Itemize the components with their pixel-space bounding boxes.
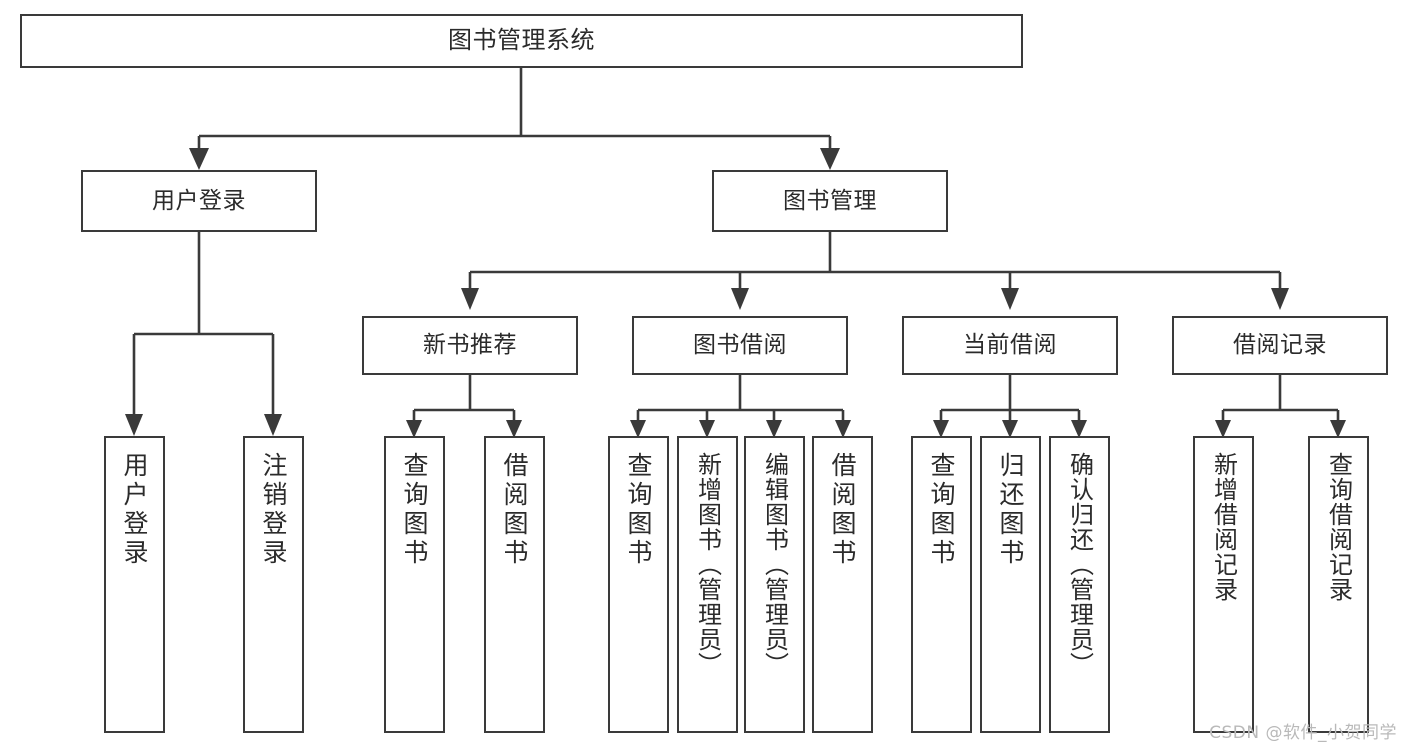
leaf-query-borrow-record[interactable]: 查询借阅记录: [1308, 436, 1369, 733]
node-label: 编辑图书（管理员）: [760, 452, 789, 677]
leaf-query-book-current[interactable]: 查询图书: [911, 436, 972, 733]
node-borrow-record[interactable]: 借阅记录: [1172, 316, 1388, 375]
node-label: 查询图书: [400, 452, 429, 568]
node-current-borrow[interactable]: 当前借阅: [902, 316, 1118, 375]
node-label: 图书管理系统: [448, 26, 595, 55]
node-label: 当前借阅: [963, 332, 1057, 359]
leaf-confirm-return-admin[interactable]: 确认归还（管理员）: [1049, 436, 1110, 733]
leaf-return-book[interactable]: 归还图书: [980, 436, 1041, 733]
node-book-borrow[interactable]: 图书借阅: [632, 316, 848, 375]
leaf-add-book-admin[interactable]: 新增图书（管理员）: [677, 436, 738, 733]
node-label: 注销登录: [259, 452, 288, 568]
node-label: 图书借阅: [693, 332, 787, 359]
node-label: 查询图书: [624, 452, 653, 568]
leaf-borrow-book-new[interactable]: 借阅图书: [484, 436, 545, 733]
node-label: 借阅记录: [1233, 332, 1327, 359]
node-label: 查询借阅记录: [1324, 452, 1353, 602]
node-label: 借阅图书: [828, 452, 857, 568]
node-root-library-management-system[interactable]: 图书管理系统: [20, 14, 1023, 68]
node-new-book-recommendation[interactable]: 新书推荐: [362, 316, 578, 375]
node-label: 借阅图书: [500, 452, 529, 568]
node-label: 用户登录: [120, 452, 149, 568]
leaf-user-logout[interactable]: 注销登录: [243, 436, 304, 733]
node-label: 新增图书（管理员）: [693, 452, 722, 677]
leaf-borrow-book[interactable]: 借阅图书: [812, 436, 873, 733]
node-label: 归还图书: [996, 452, 1025, 568]
node-book-management[interactable]: 图书管理: [712, 170, 948, 232]
leaf-user-login[interactable]: 用户登录: [104, 436, 165, 733]
leaf-add-borrow-record[interactable]: 新增借阅记录: [1193, 436, 1254, 733]
node-label: 用户登录: [152, 187, 246, 214]
node-label: 新增借阅记录: [1209, 452, 1238, 602]
node-label: 确认归还（管理员）: [1065, 452, 1094, 677]
leaf-query-book-borrow[interactable]: 查询图书: [608, 436, 669, 733]
node-label: 查询图书: [927, 452, 956, 568]
leaf-query-book-new[interactable]: 查询图书: [384, 436, 445, 733]
node-label: 图书管理: [783, 187, 877, 214]
node-label: 新书推荐: [423, 332, 517, 359]
node-user-login[interactable]: 用户登录: [81, 170, 317, 232]
leaf-edit-book-admin[interactable]: 编辑图书（管理员）: [744, 436, 805, 733]
